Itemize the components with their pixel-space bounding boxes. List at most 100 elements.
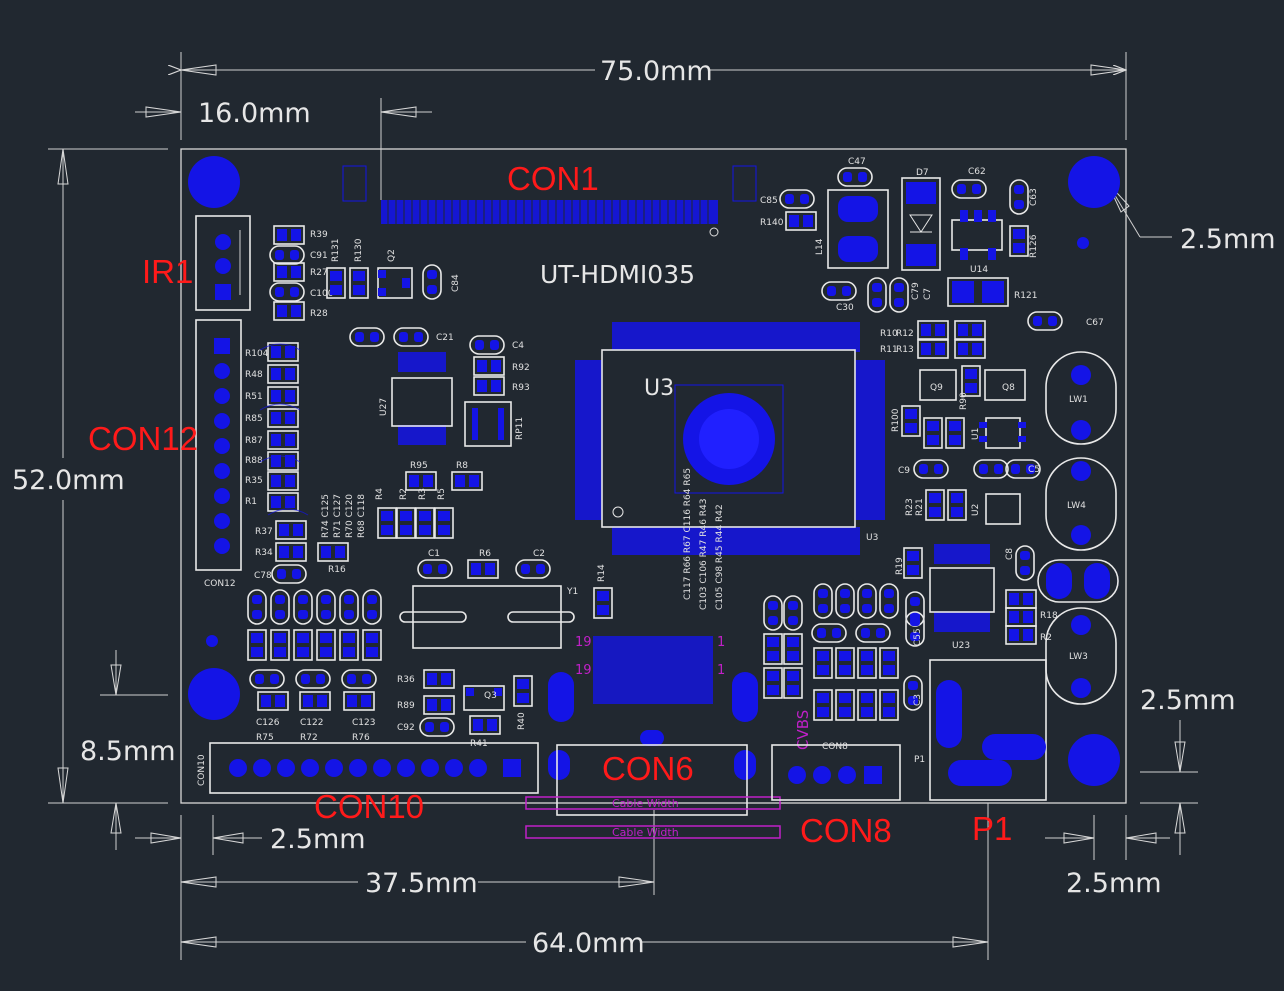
svg-text:R27: R27: [310, 268, 328, 278]
svg-text:R95: R95: [410, 461, 428, 471]
d7: [901, 177, 941, 271]
svg-text:R71 C127: R71 C127: [333, 494, 343, 538]
svg-text:C30: C30: [836, 303, 854, 313]
svg-text:R87: R87: [245, 436, 263, 446]
label-p1: P1: [972, 810, 1012, 847]
svg-text:Q8: Q8: [1002, 383, 1015, 393]
mount-hole-top-right: [1068, 156, 1120, 208]
dim-hole-bottom-left-h: 2.5mm: [270, 824, 366, 855]
y1-crystal: [412, 585, 562, 649]
board-title: UT-HDMI035: [540, 260, 695, 289]
svg-text:C100: C100: [310, 289, 334, 299]
svg-text:R104: R104: [245, 349, 269, 359]
svg-text:C79: C79: [911, 282, 921, 300]
svg-text:R4: R4: [375, 488, 385, 500]
svg-text:R75: R75: [256, 733, 274, 743]
svg-text:LW3: LW3: [1069, 652, 1088, 662]
svg-text:R68 C118: R68 C118: [357, 494, 367, 538]
svg-text:R5: R5: [437, 488, 447, 500]
dim-16mm: 16.0mm: [198, 98, 311, 129]
con1-pin-row: [381, 200, 718, 224]
svg-text:Q3: Q3: [484, 691, 497, 701]
svg-text:C85: C85: [760, 196, 778, 206]
svg-text:1: 1: [717, 663, 725, 678]
svg-text:U3: U3: [866, 533, 878, 543]
svg-text:R3: R3: [418, 488, 428, 500]
svg-text:R76: R76: [352, 733, 370, 743]
svg-text:R2: R2: [1040, 633, 1052, 643]
mount-hole-top-left: [188, 156, 240, 208]
svg-text:U23: U23: [952, 641, 970, 651]
svg-text:R14: R14: [597, 564, 607, 582]
svg-text:LW4: LW4: [1067, 501, 1086, 511]
svg-text:R121: R121: [1014, 291, 1037, 301]
mount-hole-bottom-left: [188, 668, 240, 720]
svg-text:C103 C106 R47 R46 R43: C103 C106 R47 R46 R43: [699, 499, 709, 611]
svg-text:R11: R11: [880, 345, 898, 355]
u23: [929, 567, 995, 613]
ir1-connector: [195, 215, 251, 311]
svg-text:R1: R1: [245, 497, 257, 507]
p1-power-jack: [929, 659, 1047, 801]
svg-text:R36: R36: [397, 675, 415, 685]
label-con6: CON6: [602, 750, 694, 787]
svg-text:R126: R126: [1029, 234, 1039, 258]
svg-text:R100: R100: [891, 408, 901, 432]
lw4: [1045, 457, 1117, 551]
svg-text:R10: R10: [880, 329, 898, 339]
con10-connector: [209, 742, 539, 794]
svg-text:19: 19: [575, 663, 592, 678]
svg-text:C78: C78: [254, 571, 272, 581]
svg-text:19: 19: [575, 635, 592, 650]
svg-text:R92: R92: [512, 363, 530, 373]
svg-text:R93: R93: [512, 383, 530, 393]
lw1: [1045, 351, 1117, 445]
label-con12: CON12: [88, 420, 198, 457]
l14: [827, 189, 889, 269]
svg-text:Cable Width: Cable Width: [612, 797, 679, 810]
svg-text:Cable Width: Cable Width: [612, 826, 679, 839]
svg-text:C92: C92: [397, 723, 415, 733]
svg-text:C2: C2: [533, 549, 545, 559]
label-con1: CON1: [507, 160, 599, 197]
svg-text:C5: C5: [1028, 465, 1040, 475]
svg-text:Q9: Q9: [930, 383, 943, 393]
svg-text:CON8: CON8: [822, 742, 848, 752]
svg-text:U2: U2: [971, 504, 981, 516]
svg-text:C63: C63: [1029, 188, 1039, 206]
svg-text:U27: U27: [379, 398, 389, 416]
svg-text:P1: P1: [914, 755, 925, 765]
label-u3: U3: [644, 376, 674, 401]
svg-text:R51: R51: [245, 392, 263, 402]
svg-text:R34: R34: [255, 548, 273, 558]
svg-text:R74 C125: R74 C125: [321, 494, 331, 538]
dim-52mm: 52.0mm: [12, 465, 125, 496]
svg-text:R88: R88: [245, 456, 263, 466]
svg-text:R6: R6: [479, 549, 491, 559]
svg-text:C55: C55: [913, 628, 923, 646]
svg-text:CON10: CON10: [197, 754, 207, 786]
svg-text:R18: R18: [1040, 611, 1058, 621]
svg-text:C84: C84: [451, 274, 461, 292]
board-outline: [180, 148, 1127, 804]
svg-text:D7: D7: [916, 168, 929, 178]
svg-text:R13: R13: [896, 345, 914, 355]
svg-text:R90: R90: [959, 392, 969, 410]
svg-text:C47: C47: [848, 157, 866, 167]
svg-text:R8: R8: [456, 461, 468, 471]
svg-text:C62: C62: [968, 167, 986, 177]
svg-text:R130: R130: [354, 238, 364, 262]
svg-text:R23: R23: [905, 498, 915, 516]
svg-text:R70 C120: R70 C120: [345, 494, 355, 538]
svg-text:C123: C123: [352, 718, 375, 728]
dim-hole-bottom-right-v: 2.5mm: [1140, 685, 1236, 716]
svg-text:C1: C1: [428, 549, 440, 559]
svg-text:C4: C4: [512, 341, 524, 351]
svg-text:C7: C7: [923, 288, 933, 300]
svg-text:R89: R89: [397, 701, 415, 711]
svg-text:R19: R19: [895, 557, 905, 575]
lw3: [1045, 607, 1117, 705]
svg-text:C105 C98 R45 R44 R42: C105 C98 R45 R44 R42: [715, 504, 725, 610]
dim-8-5mm: 8.5mm: [80, 736, 176, 767]
